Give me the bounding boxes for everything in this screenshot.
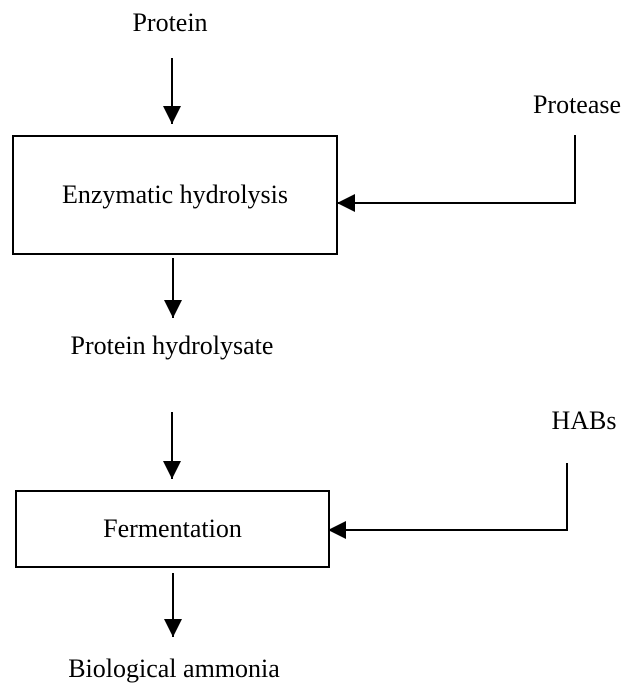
habs-label: HABs [551, 406, 617, 435]
enzymatic-hydrolysis-box: Enzymatic hydrolysis [12, 135, 338, 255]
fermentation-label: Fermentation [103, 514, 242, 543]
protein-label: Protein [132, 8, 208, 37]
arrow-habs-to-fermentation [328, 463, 568, 539]
arrow-protease-to-hydrolysis [337, 135, 576, 212]
biological-ammonia-label: Biological ammonia [68, 654, 280, 683]
fermentation-box: Fermentation [15, 490, 330, 568]
protease-label: Protease [532, 90, 622, 119]
enzymatic-hydrolysis-label: Enzymatic hydrolysis [61, 180, 289, 209]
protein-hydrolysate-label: Protein hydrolysate [70, 331, 274, 360]
